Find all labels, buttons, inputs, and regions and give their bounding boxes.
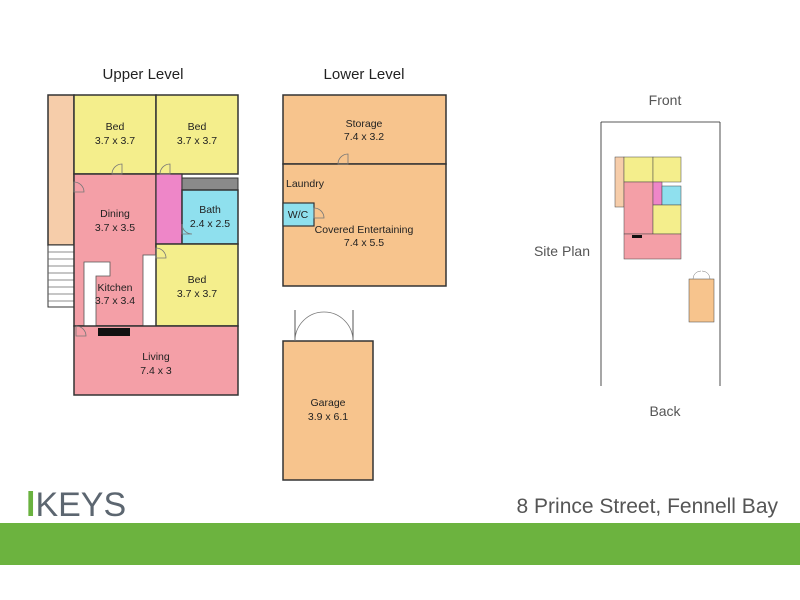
- site-house-footprint: [614, 156, 682, 260]
- lower-level-heading: Lower Level: [324, 66, 405, 83]
- brand-logo: lKEYS: [26, 486, 126, 525]
- storage-name: Storage: [346, 118, 383, 130]
- brand-name: KEYS: [35, 486, 127, 524]
- door-bath: [181, 223, 193, 235]
- bed-3-name: Bed: [188, 274, 207, 286]
- wc-name: W/C: [288, 209, 309, 221]
- stairs: [47, 244, 75, 308]
- door-storage: [337, 153, 349, 165]
- kitchen-counter: [142, 254, 157, 327]
- storage-size: 7.4 x 3.2: [344, 131, 384, 143]
- bed-1-size: 3.7 x 3.7: [95, 135, 135, 147]
- room-bed-2: [155, 94, 239, 175]
- site-front-label: Front: [649, 92, 682, 108]
- bath-name: Bath: [199, 204, 221, 216]
- lower-level-plan: Storage 7.4 x 3.2 Laundry W/C Covered En…: [282, 94, 447, 481]
- bath-size: 2.4 x 2.5: [190, 218, 230, 230]
- living-name: Living: [142, 351, 170, 363]
- room-storage: [282, 94, 447, 165]
- brand-mark: l: [26, 486, 36, 524]
- door-wc: [313, 207, 325, 219]
- site-plan-title: Site Plan: [534, 243, 590, 259]
- room-living: [73, 325, 239, 396]
- door-living: [75, 325, 87, 337]
- garage-doors: [294, 310, 354, 342]
- laundry-name: Laundry: [286, 178, 325, 190]
- door-bed-2: [159, 163, 171, 175]
- room-bed-3: [155, 243, 239, 327]
- room-bath: [181, 189, 239, 245]
- fireplace: [98, 328, 130, 336]
- door-bed-1: [111, 163, 123, 175]
- living-size: 7.4 x 3: [140, 365, 172, 377]
- kitchen-size: 3.7 x 3.4: [95, 295, 135, 307]
- linen-cupboard: [181, 177, 239, 191]
- covered-entertaining-size: 7.4 x 5.5: [344, 237, 384, 249]
- hallway: [155, 173, 183, 245]
- upper-level-heading: Upper Level: [103, 66, 184, 83]
- kitchen-name: Kitchen: [97, 282, 132, 294]
- dining-size: 3.7 x 3.5: [95, 222, 135, 234]
- bed-3-size: 3.7 x 3.7: [177, 288, 217, 300]
- garage-name: Garage: [310, 397, 345, 409]
- dining-name: Dining: [100, 208, 130, 220]
- site-plan: Front Site Plan Back: [534, 92, 721, 419]
- side-hall: [47, 94, 75, 246]
- property-address: 8 Prince Street, Fennell Bay: [516, 495, 778, 518]
- site-back-label: Back: [649, 403, 681, 419]
- upper-level-plan: Bed 3.7 x 3.7 Bed 3.7 x 3.7 Dining 3.7 x…: [47, 94, 239, 396]
- site-garage-footprint: [688, 270, 715, 323]
- door-dining: [73, 181, 85, 193]
- footer-bar: [0, 523, 800, 565]
- bed-2-name: Bed: [188, 121, 207, 133]
- bed-2-size: 3.7 x 3.7: [177, 135, 217, 147]
- covered-entertaining-name: Covered Entertaining: [315, 224, 414, 236]
- room-bed-1: [73, 94, 157, 175]
- door-bed-3: [155, 247, 167, 259]
- room-garage: [282, 340, 374, 481]
- garage-size: 3.9 x 6.1: [308, 411, 348, 423]
- bed-1-name: Bed: [106, 121, 125, 133]
